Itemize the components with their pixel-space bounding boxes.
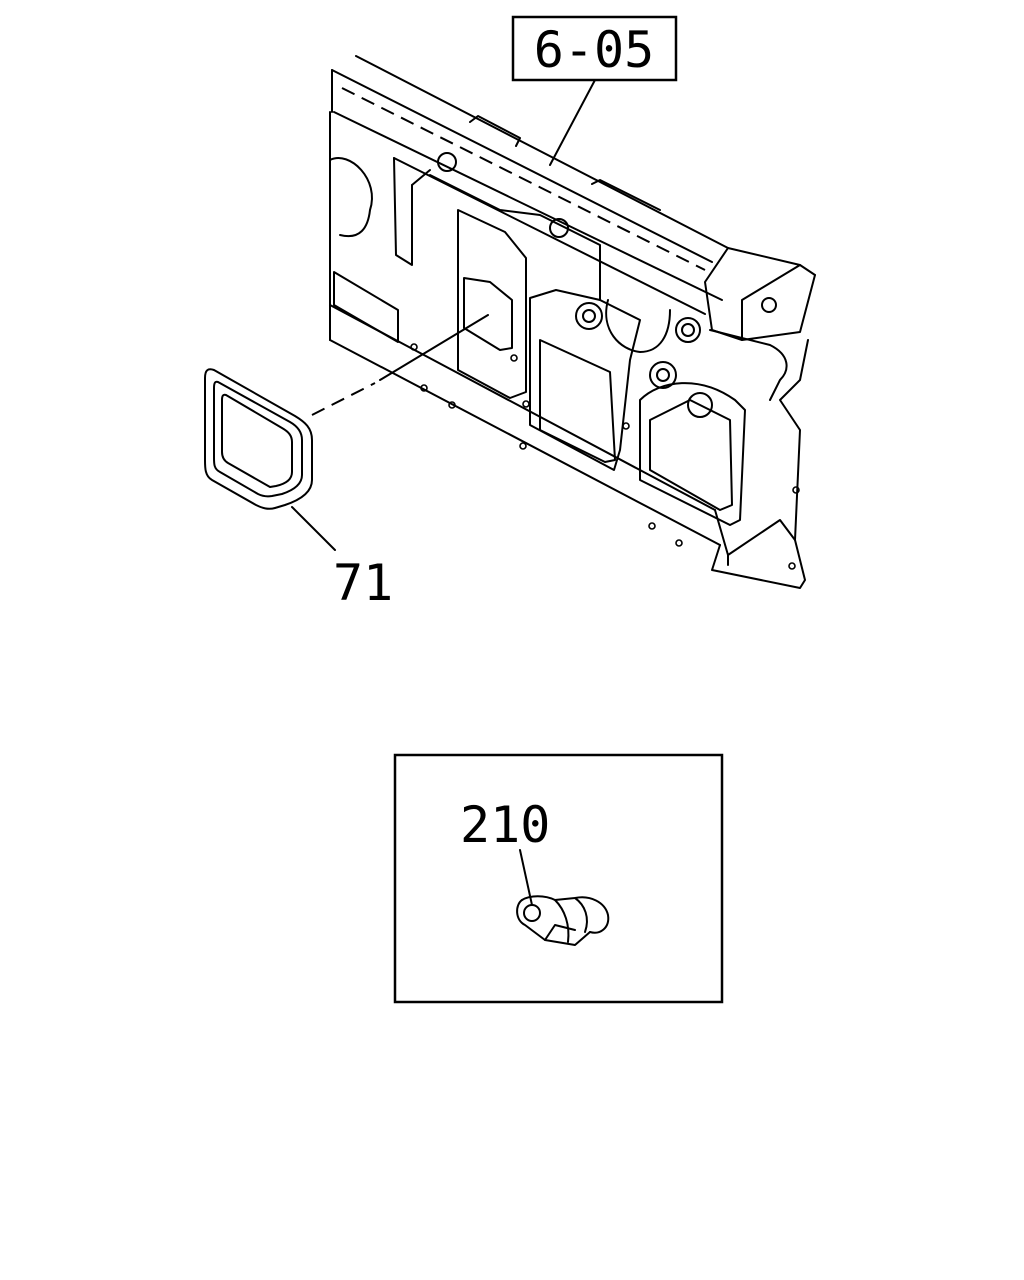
part-210-label: 210 — [460, 796, 550, 854]
section-ref-box — [511, 15, 678, 82]
gasket-center-line-inner — [379, 314, 489, 381]
part-71-label: 71 — [333, 554, 393, 612]
inset-box — [393, 753, 724, 1004]
part-210-leader — [519, 849, 533, 906]
part-71-leader — [291, 506, 336, 551]
section-ref-label: 6-05 — [534, 21, 654, 79]
front-panel-illustration — [329, 55, 816, 589]
gasket-part-71 — [204, 368, 313, 510]
gasket-center-line — [311, 382, 376, 416]
clip-part-210 — [516, 895, 610, 946]
section-ref-leader — [549, 79, 596, 166]
